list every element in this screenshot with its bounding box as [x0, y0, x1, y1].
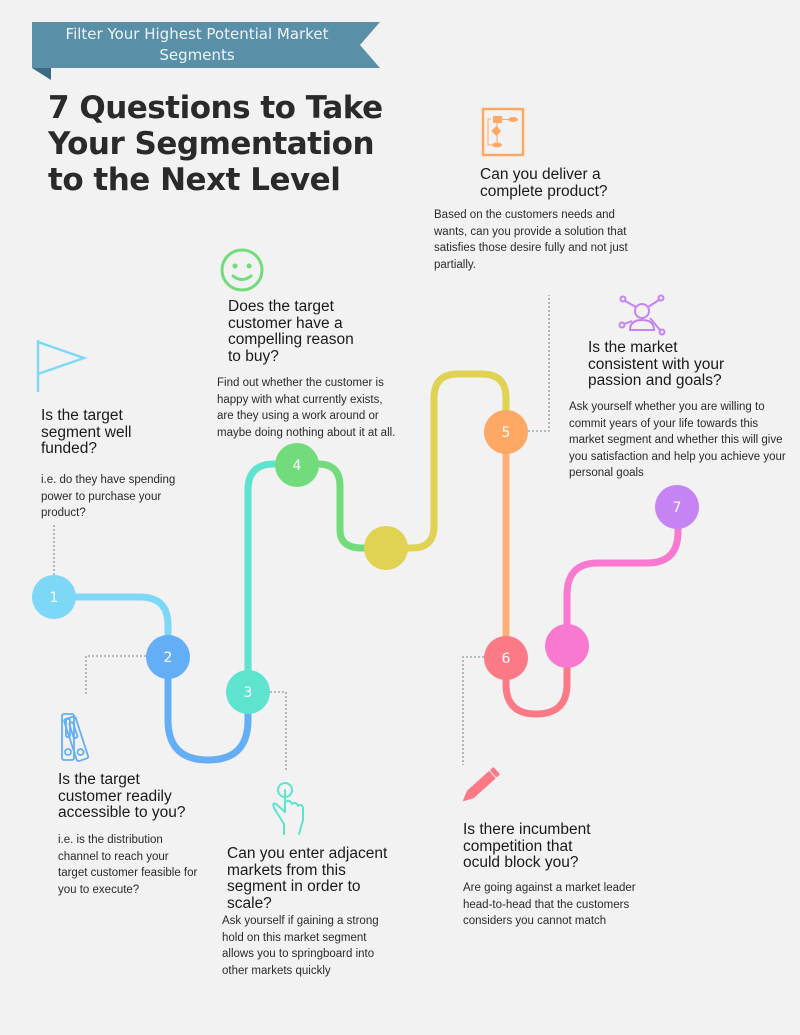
- step-2-description: i.e. is the distribution channel to reac…: [58, 834, 198, 896]
- step-node-7: [655, 485, 699, 529]
- step-node-4: [275, 443, 319, 487]
- page-title: 7 Questions to Take Your Segmentation to…: [48, 90, 383, 198]
- step-6-description: Are going against a market leader head-t…: [463, 882, 636, 927]
- flowchart-icon: [481, 107, 525, 157]
- step-number-4: 4: [293, 458, 302, 474]
- banner-text: Filter Your Highest Potential Market Seg…: [65, 25, 329, 64]
- step-number-1: 1: [50, 590, 59, 606]
- step-7-description: Ask yourself whether you are willing to …: [569, 401, 786, 479]
- step-node-2: [146, 635, 190, 679]
- step-number-3: 3: [244, 685, 253, 701]
- step-number-7: 7: [673, 500, 682, 516]
- step-4-description: Find out whether the customer is happy w…: [217, 377, 396, 439]
- binders-icon: [61, 713, 90, 762]
- step-5-question: Can you deliver a complete product?: [480, 166, 608, 200]
- junction-node-pink: [545, 624, 589, 668]
- step-5-description: Based on the customers needs and wants, …: [434, 209, 628, 271]
- step-7-question: Is the market consistent with your passi…: [588, 339, 725, 389]
- step-1-description: i.e. do they have spending power to purc…: [41, 474, 176, 519]
- step-3-question: Can you enter adjacent markets from this…: [227, 845, 388, 912]
- step-1-question: Is the target segment well funded?: [41, 407, 132, 457]
- junction-node-yellow: [364, 526, 408, 570]
- step-number-5: 5: [502, 425, 511, 441]
- flag-icon: [36, 340, 88, 392]
- network-person-icon: [618, 294, 666, 336]
- pencil-icon: [462, 767, 500, 802]
- step-node-6: [484, 636, 528, 680]
- step-node-3: [226, 670, 270, 714]
- step-3-description: Ask yourself if gaining a strong hold on…: [222, 915, 379, 977]
- smiley-icon: [220, 248, 264, 292]
- step-number-2: 2: [164, 650, 173, 666]
- step-number-6: 6: [502, 651, 511, 667]
- banner-ribbon: [32, 22, 380, 80]
- step-6-question: Is there incumbent competition that ocul…: [463, 821, 591, 871]
- step-2-question: Is the target customer readily accessibl…: [58, 771, 186, 821]
- step-node-5: [484, 410, 528, 454]
- step-node-1: [32, 575, 76, 619]
- step-4-question: Does the target customer have a compelli…: [228, 298, 354, 365]
- tap-hand-icon: [272, 782, 304, 835]
